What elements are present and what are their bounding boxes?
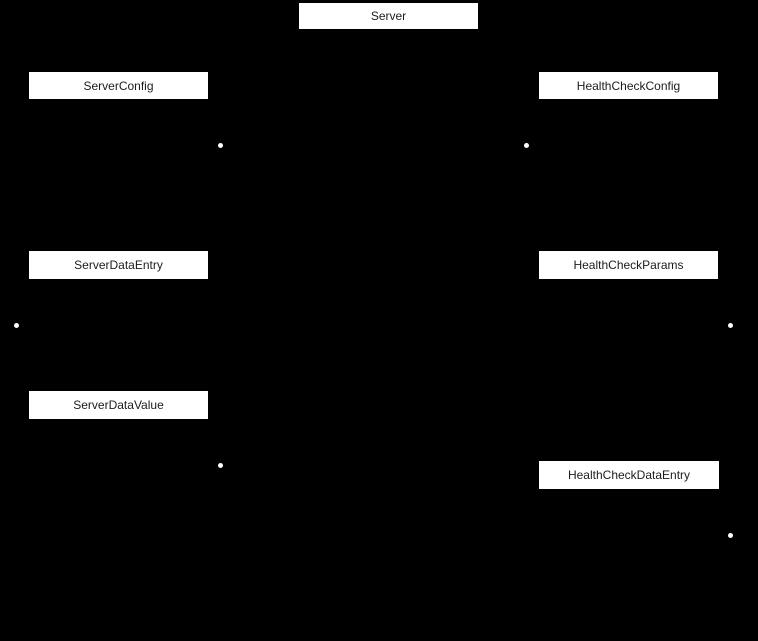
edge-endpoint-dot-dot-2 [523,142,529,148]
edge-endpoint-dot-dot-6 [727,532,733,538]
diagram-node-health-check-config: HealthCheckConfig [539,72,718,99]
diagram-node-server-config: ServerConfig [29,72,208,99]
diagram-node-server: Server [299,3,478,29]
edge-endpoint-dot-dot-5 [217,462,223,468]
edge-endpoint-dot-dot-4 [727,322,733,328]
diagram-node-health-check-data-entry: HealthCheckDataEntry [539,461,719,489]
edge-endpoint-dot-dot-1 [217,142,223,148]
diagram-node-health-check-params: HealthCheckParams [539,251,718,279]
diagram-node-server-data-value: ServerDataValue [29,391,208,419]
diagram-node-server-data-entry: ServerDataEntry [29,251,208,279]
edge-endpoint-dot-dot-3 [13,322,19,328]
